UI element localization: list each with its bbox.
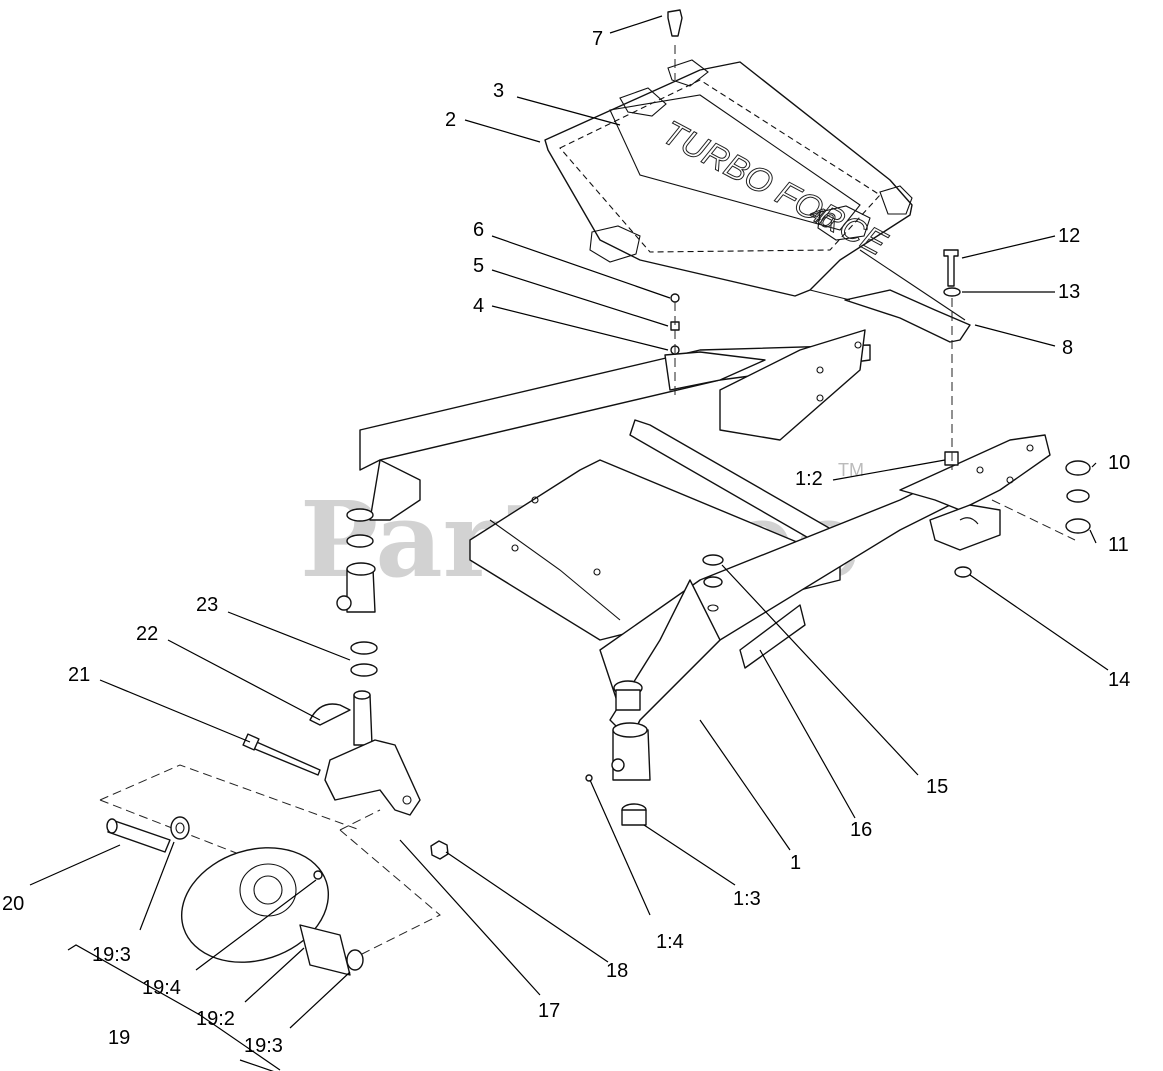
callout-14: 14 xyxy=(1108,669,1130,691)
watermark-trademark: TM xyxy=(838,460,864,480)
callout-4: 4 xyxy=(473,295,484,317)
callout-15: 15 xyxy=(926,776,948,798)
leader-lines xyxy=(29,15,1109,1029)
callout-8: 8 xyxy=(1062,337,1073,359)
callout-19: 19 xyxy=(108,1027,130,1049)
callout-3: 3 xyxy=(493,80,504,102)
callout-19-4: 19:4 xyxy=(142,977,181,999)
callout-1: 1 xyxy=(790,852,801,874)
callout-1-4: 1:4 xyxy=(656,931,684,953)
callout-5: 5 xyxy=(473,255,484,277)
callout-7: 7 xyxy=(592,28,603,50)
callout-20: 20 xyxy=(2,893,24,915)
platform-part-2: TURBO FORCE 40 xyxy=(544,59,913,297)
callout-19-3-upper: 19:3 xyxy=(92,944,131,966)
left-caster-assembly xyxy=(99,508,449,976)
callout-22: 22 xyxy=(136,623,158,645)
right-caster-bushings xyxy=(585,680,651,826)
callout-19-2: 19:2 xyxy=(196,1008,235,1030)
callout-2: 2 xyxy=(445,109,456,131)
callout-1-3: 1:3 xyxy=(733,888,761,910)
callout-19-3-lower: 19:3 xyxy=(244,1035,283,1057)
frame-part-1 xyxy=(359,329,1051,741)
callout-21: 21 xyxy=(68,664,90,686)
callout-12: 12 xyxy=(1058,225,1080,247)
callout-labels: 7 3 2 6 5 4 12 13 8 1:2 10 11 14 23 22 2… xyxy=(2,28,1130,1057)
callout-11: 11 xyxy=(1108,534,1129,556)
strap-part-8 xyxy=(844,289,971,343)
callout-10: 10 xyxy=(1108,452,1130,474)
callout-1-2: 1:2 xyxy=(795,468,823,490)
callout-6: 6 xyxy=(473,219,484,241)
callout-18: 18 xyxy=(606,960,628,982)
callout-13: 13 xyxy=(1058,281,1080,303)
decal-part-16 xyxy=(739,604,806,669)
callout-17: 17 xyxy=(538,1000,560,1022)
fasteners xyxy=(667,9,1091,612)
callout-23: 23 xyxy=(196,594,218,616)
callout-16: 16 xyxy=(850,819,872,841)
